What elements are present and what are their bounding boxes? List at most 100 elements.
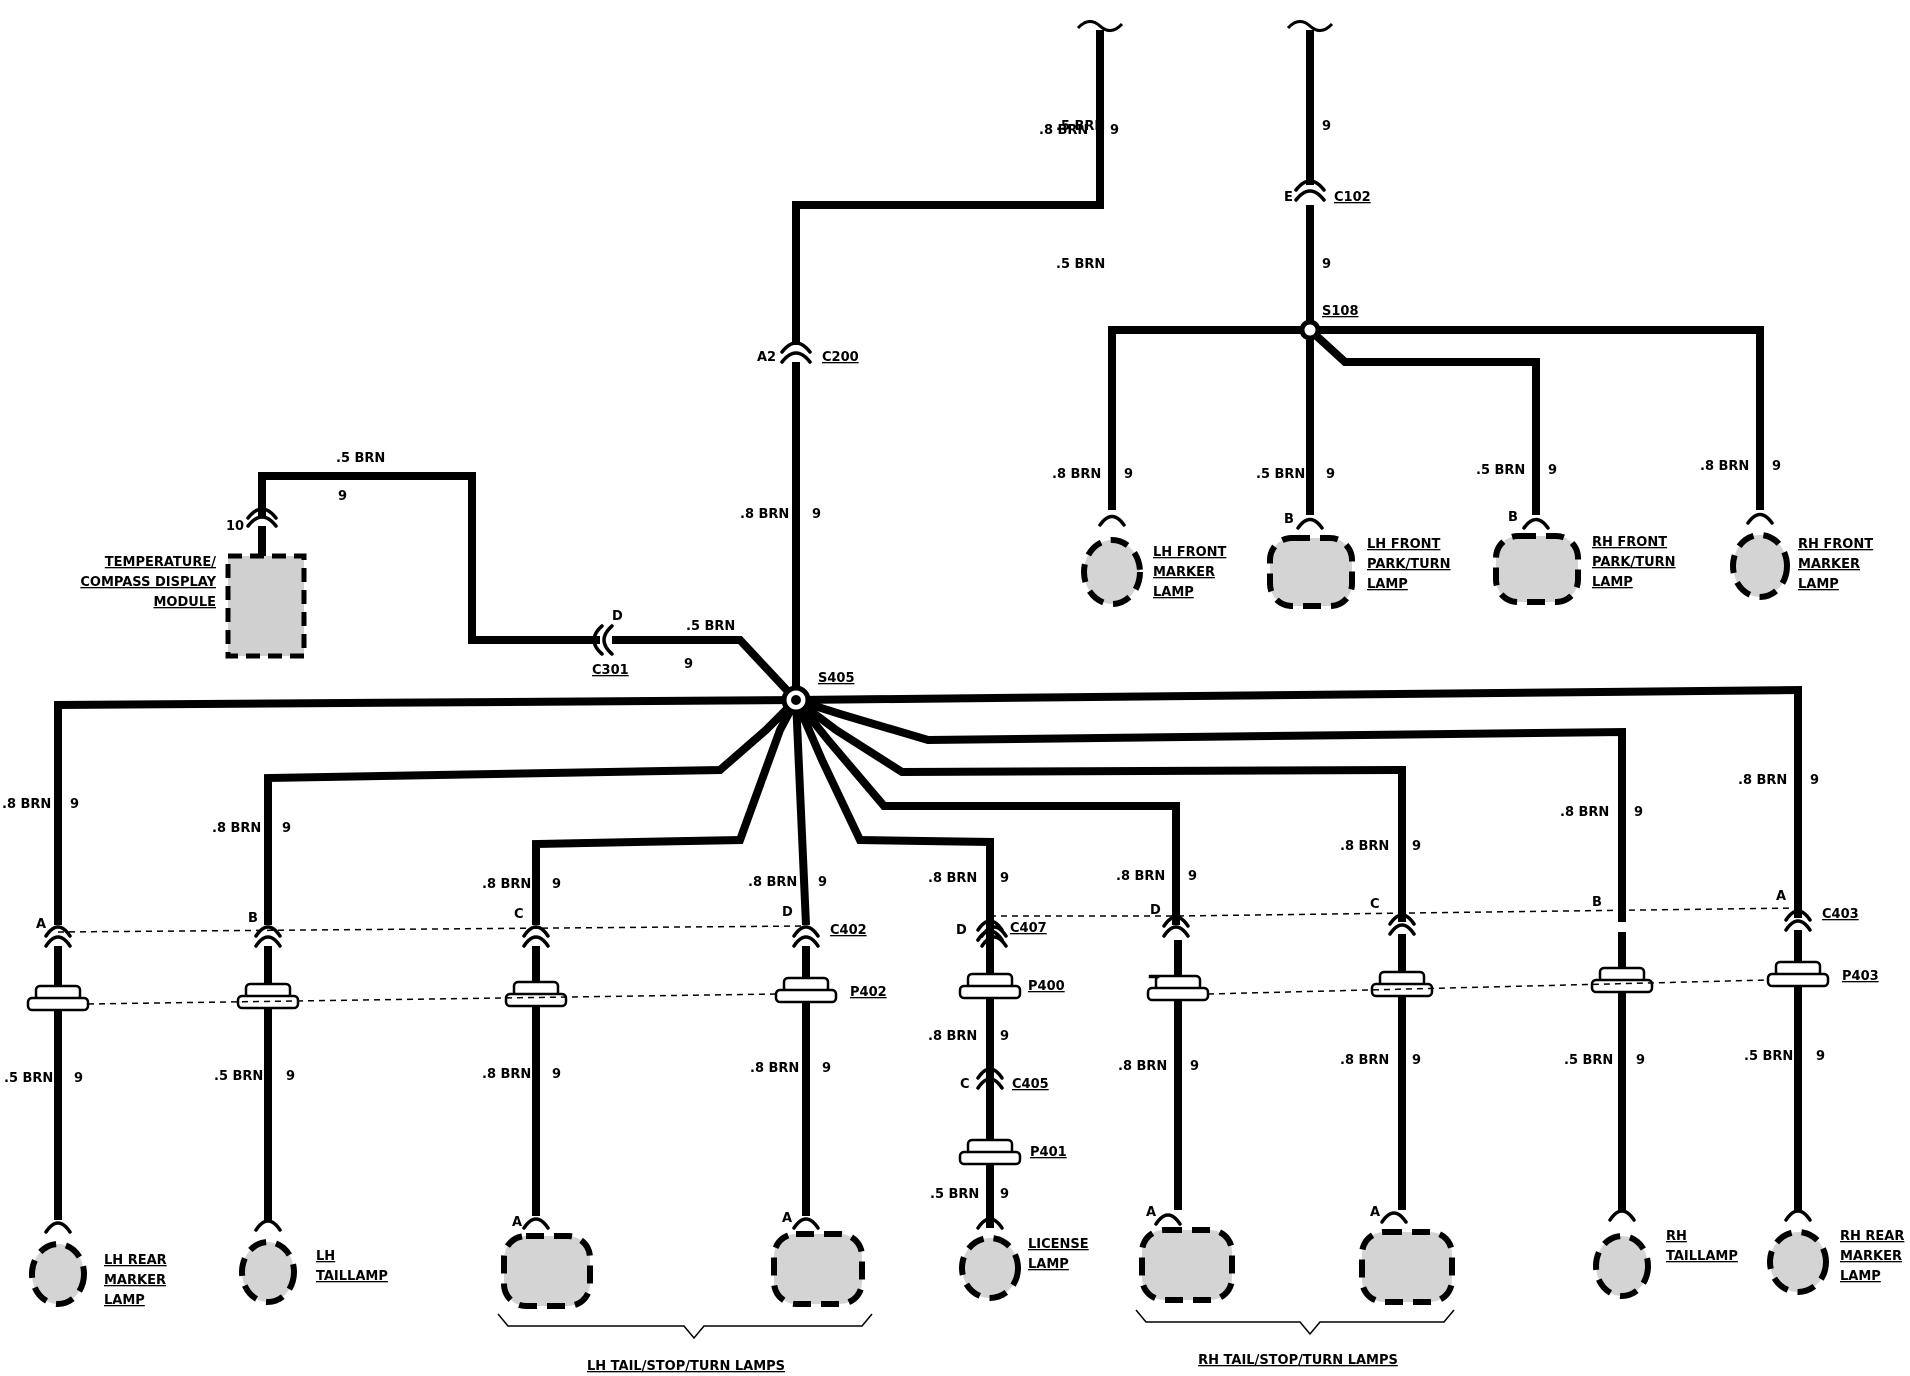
wire-label: .5 BRN xyxy=(1056,119,1105,134)
rh-front-marker-label: RH FRONT MARKER LAMP xyxy=(1798,537,1873,592)
wire-label: .5 BRN xyxy=(4,1071,53,1086)
svg-text:PARK/TURN: PARK/TURN xyxy=(1592,555,1676,570)
connector-name: C407 xyxy=(1010,921,1047,936)
wire-label: .8 BRN xyxy=(748,875,797,890)
wire-label: .5 BRN xyxy=(214,1069,263,1084)
rear-lamp-pins xyxy=(44,1209,1812,1234)
wire-circuit: 9 xyxy=(1412,839,1421,854)
rh-rear-marker-lamp xyxy=(1767,1229,1829,1295)
license-chain xyxy=(958,929,1022,1166)
lh-tail-stop-turn-lamp-1 xyxy=(501,1233,593,1309)
connector-name: P400 xyxy=(1028,979,1065,994)
connector-pin: A xyxy=(1146,1205,1156,1220)
wire-label: .5 BRN xyxy=(686,619,735,634)
connector-name: P401 xyxy=(1030,1145,1067,1160)
s405-branches xyxy=(54,685,1802,930)
connector-pin: 10 xyxy=(226,519,244,534)
wire-label: .8 BRN xyxy=(928,1029,977,1044)
rh-tail-stop-turn-lamp-2 xyxy=(1359,1229,1455,1305)
svg-text:LICENSE: LICENSE xyxy=(1028,1237,1089,1252)
connector-pin: A xyxy=(782,1211,792,1226)
svg-text:LH FRONT: LH FRONT xyxy=(1153,545,1227,560)
wire-label: .5 BRN xyxy=(930,1187,979,1202)
wire-break-right xyxy=(1286,20,1334,32)
c402-dashed xyxy=(57,925,807,933)
svg-text:LH REAR: LH REAR xyxy=(104,1253,167,1268)
rh-front-marker-lamp xyxy=(1730,532,1790,600)
wire-circuit: 9 xyxy=(552,877,561,892)
feed-wires xyxy=(792,20,1334,345)
connector-pin: B xyxy=(1592,895,1602,910)
wire-label: .8 BRN xyxy=(1700,459,1749,474)
svg-text:LH FRONT: LH FRONT xyxy=(1367,537,1441,552)
wire-circuit: 9 xyxy=(1322,119,1331,134)
svg-text:MARKER: MARKER xyxy=(1153,565,1215,580)
rh-group-label: RH TAIL/STOP/TURN LAMPS xyxy=(1198,1353,1398,1368)
rh-taillamp xyxy=(1593,1233,1651,1299)
connector-pin: D xyxy=(1150,903,1161,918)
front-lamp-pins xyxy=(1098,512,1774,530)
wire-label: .8 BRN xyxy=(482,1067,531,1082)
wire-circuit: 9 xyxy=(552,1067,561,1082)
tcm-label: TEMPERATURE/ COMPASS DISPLAY MODULE xyxy=(80,555,216,610)
rh-rear-marker-label: RH REAR MARKER LAMP xyxy=(1840,1229,1904,1284)
rh-tail-stop-turn-lamp-1 xyxy=(1139,1227,1235,1303)
connector-pin: C xyxy=(1370,897,1380,912)
wire-label: .8 BRN xyxy=(1118,1059,1167,1074)
wire-circuit: 9 xyxy=(1000,871,1009,886)
wire-break-left xyxy=(1076,20,1124,32)
svg-text:TAILLAMP: TAILLAMP xyxy=(1666,1249,1738,1264)
svg-text:RH FRONT: RH FRONT xyxy=(1798,537,1873,552)
wire-circuit: 9 xyxy=(286,1069,295,1084)
svg-text:TAILLAMP: TAILLAMP xyxy=(316,1269,388,1284)
svg-text:TEMPERATURE/: TEMPERATURE/ xyxy=(105,555,216,570)
lh-rear-marker-lamp xyxy=(29,1241,87,1307)
lh-tail-stop-turn-lamp-2 xyxy=(771,1231,865,1307)
wire-label: .8 BRN xyxy=(212,821,261,836)
svg-text:LAMP: LAMP xyxy=(1840,1269,1881,1284)
wire-circuit: 9 xyxy=(74,1071,83,1086)
connector-row-upper xyxy=(44,909,1812,948)
connector-name: P402 xyxy=(850,985,887,1000)
wire-circuit: 9 xyxy=(1000,1187,1009,1202)
wire-label: .8 BRN xyxy=(1052,467,1101,482)
wire-circuit: 9 xyxy=(818,875,827,890)
wire-label: .8 BRN xyxy=(740,507,789,522)
inline-connector-p403-row xyxy=(1146,960,1830,1002)
connector-pin: B xyxy=(1284,512,1294,527)
rh-front-park-label: RH FRONT PARK/TURN LAMP xyxy=(1592,535,1676,590)
connector-pin: B xyxy=(248,911,258,926)
lh-front-marker-label: LH FRONT MARKER LAMP xyxy=(1153,545,1227,600)
inline-connector-p402-row xyxy=(26,976,838,1012)
svg-text:PARK/TURN: PARK/TURN xyxy=(1367,557,1451,572)
connector-pin: D xyxy=(956,923,967,938)
connector-pin: A xyxy=(1776,889,1786,904)
connector-pin: E xyxy=(1284,190,1293,205)
lh-front-park-label: LH FRONT PARK/TURN LAMP xyxy=(1367,537,1451,592)
temperature-compass-module xyxy=(225,553,307,659)
wire-label: .5 BRN xyxy=(1744,1049,1793,1064)
wire-label: .8 BRN xyxy=(928,871,977,886)
c301-wire xyxy=(612,636,799,703)
connector-pin: C xyxy=(514,907,524,922)
connector-tcm xyxy=(246,507,278,528)
svg-text:LAMP: LAMP xyxy=(1028,1257,1069,1272)
connector-name: C200 xyxy=(822,350,859,365)
svg-text:COMPASS DISPLAY: COMPASS DISPLAY xyxy=(80,575,216,590)
wire-circuit: 9 xyxy=(282,821,291,836)
p402-dashed xyxy=(87,993,777,1005)
svg-text:LAMP: LAMP xyxy=(1592,575,1633,590)
connector-name: C405 xyxy=(1012,1077,1049,1092)
wire-circuit: 9 xyxy=(1634,805,1643,820)
wire-circuit: 9 xyxy=(684,657,693,672)
wire-circuit: 9 xyxy=(1188,869,1197,884)
license-lamp xyxy=(959,1235,1021,1301)
wire-circuit: 9 xyxy=(1810,773,1819,788)
connector-pin: A xyxy=(512,1215,522,1230)
wire-circuit: 9 xyxy=(1110,123,1119,138)
wire-label: .5 BRN xyxy=(336,451,385,466)
connector-pin: C xyxy=(960,1077,970,1092)
tcm-wire xyxy=(258,472,600,644)
splice-s108 xyxy=(1299,319,1321,341)
